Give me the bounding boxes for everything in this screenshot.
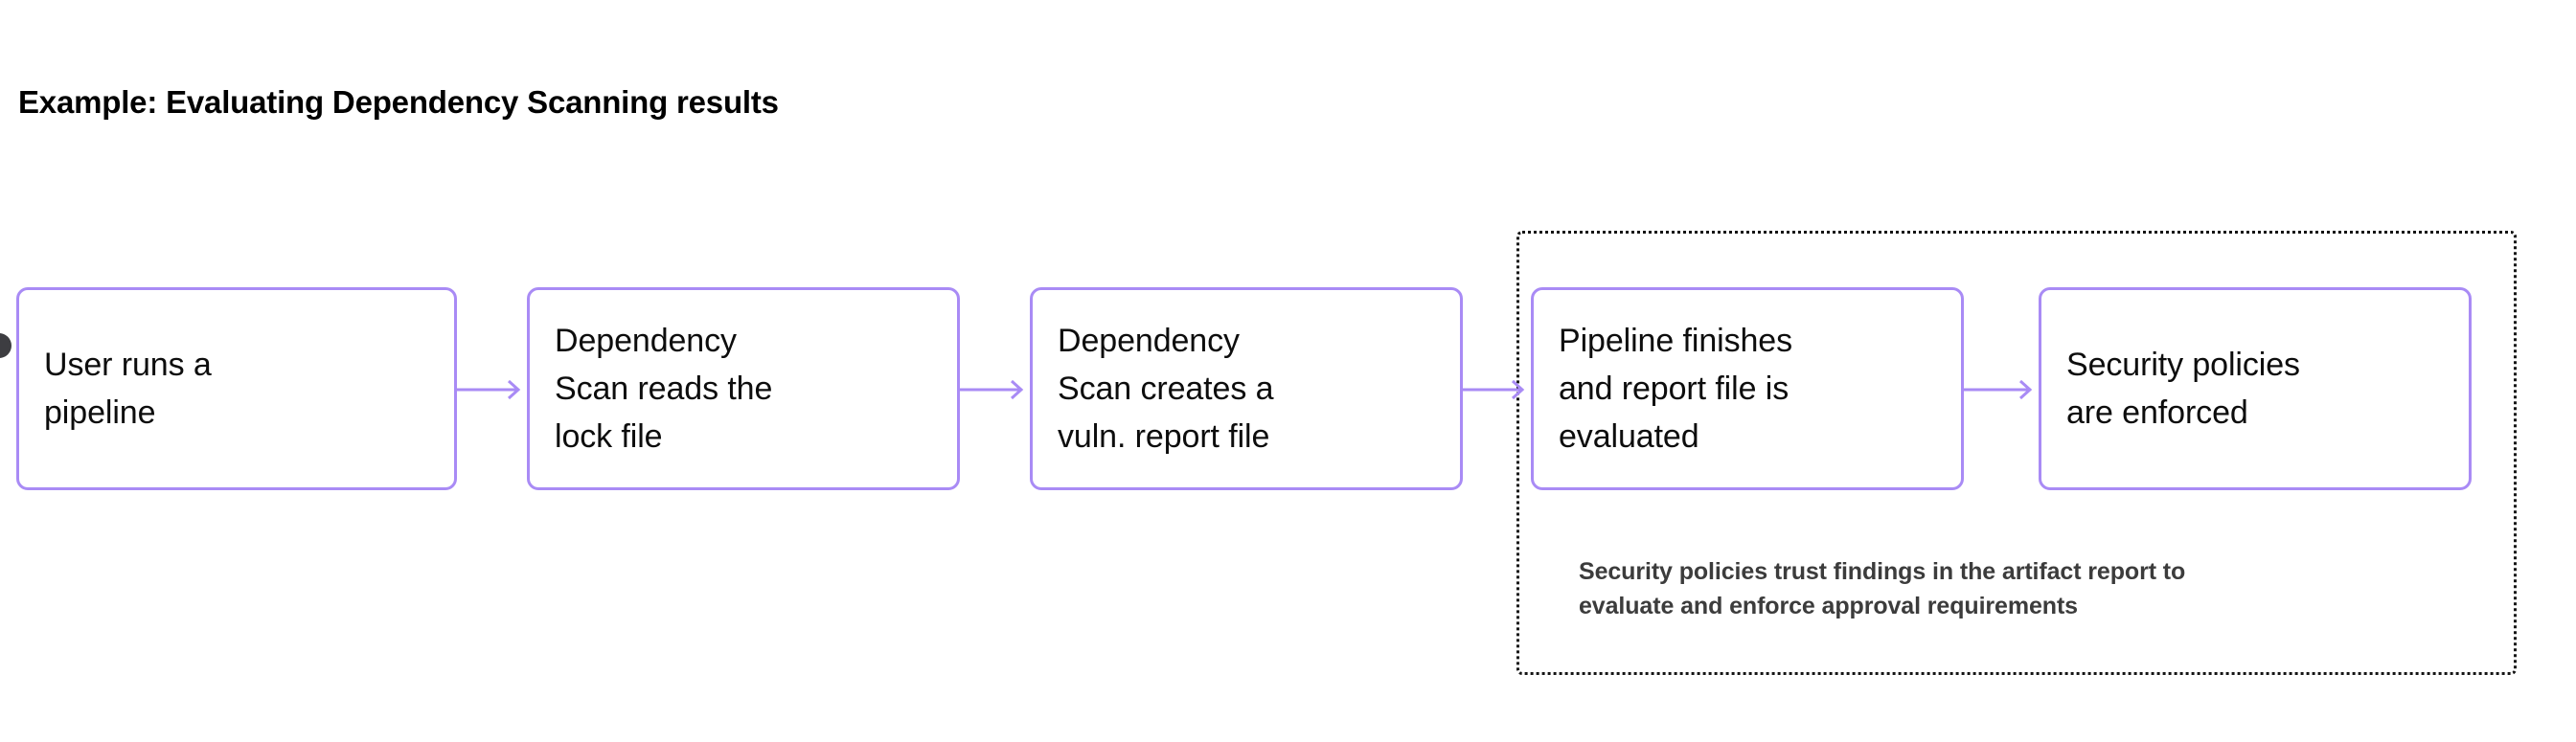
flow-node-user-runs-pipeline[interactable]: User runs a pipeline [16, 287, 457, 490]
flow-node-label: Pipeline finishes and report file is eva… [1559, 322, 1793, 456]
arrow-right-icon [1964, 379, 2033, 400]
flow-node-pipeline-finishes-evaluated[interactable]: Pipeline finishes and report file is eva… [1531, 287, 1964, 490]
arrow-right-icon [960, 379, 1024, 400]
flow-arrow-2 [960, 378, 1030, 401]
policy-group-caption: Security policies trust findings in the … [1579, 558, 2186, 619]
flow-node-label: Dependency Scan reads the lock file [555, 322, 773, 456]
arrow-right-icon [1463, 379, 1525, 400]
flow-node-label: User runs a pipeline [44, 346, 212, 431]
flow-arrow-4 [1964, 378, 2039, 401]
connection-handle-dot-icon [0, 333, 11, 358]
arrow-right-icon [457, 379, 521, 400]
flow-node-dependency-scan-reads-lock-file[interactable]: Dependency Scan reads the lock file [527, 287, 960, 490]
flow-node-label: Dependency Scan creates a vuln. report f… [1058, 322, 1274, 456]
flow-node-security-policies-enforced[interactable]: Security policies are enforced [2039, 287, 2472, 490]
flow-node-dependency-scan-creates-report[interactable]: Dependency Scan creates a vuln. report f… [1030, 287, 1463, 490]
flow-node-label: Security policies are enforced [2066, 346, 2300, 431]
page-title: Example: Evaluating Dependency Scanning … [18, 84, 779, 120]
flow-arrow-3 [1463, 378, 1531, 401]
flow-arrow-1 [457, 378, 527, 401]
policy-group-container [1516, 231, 2517, 675]
